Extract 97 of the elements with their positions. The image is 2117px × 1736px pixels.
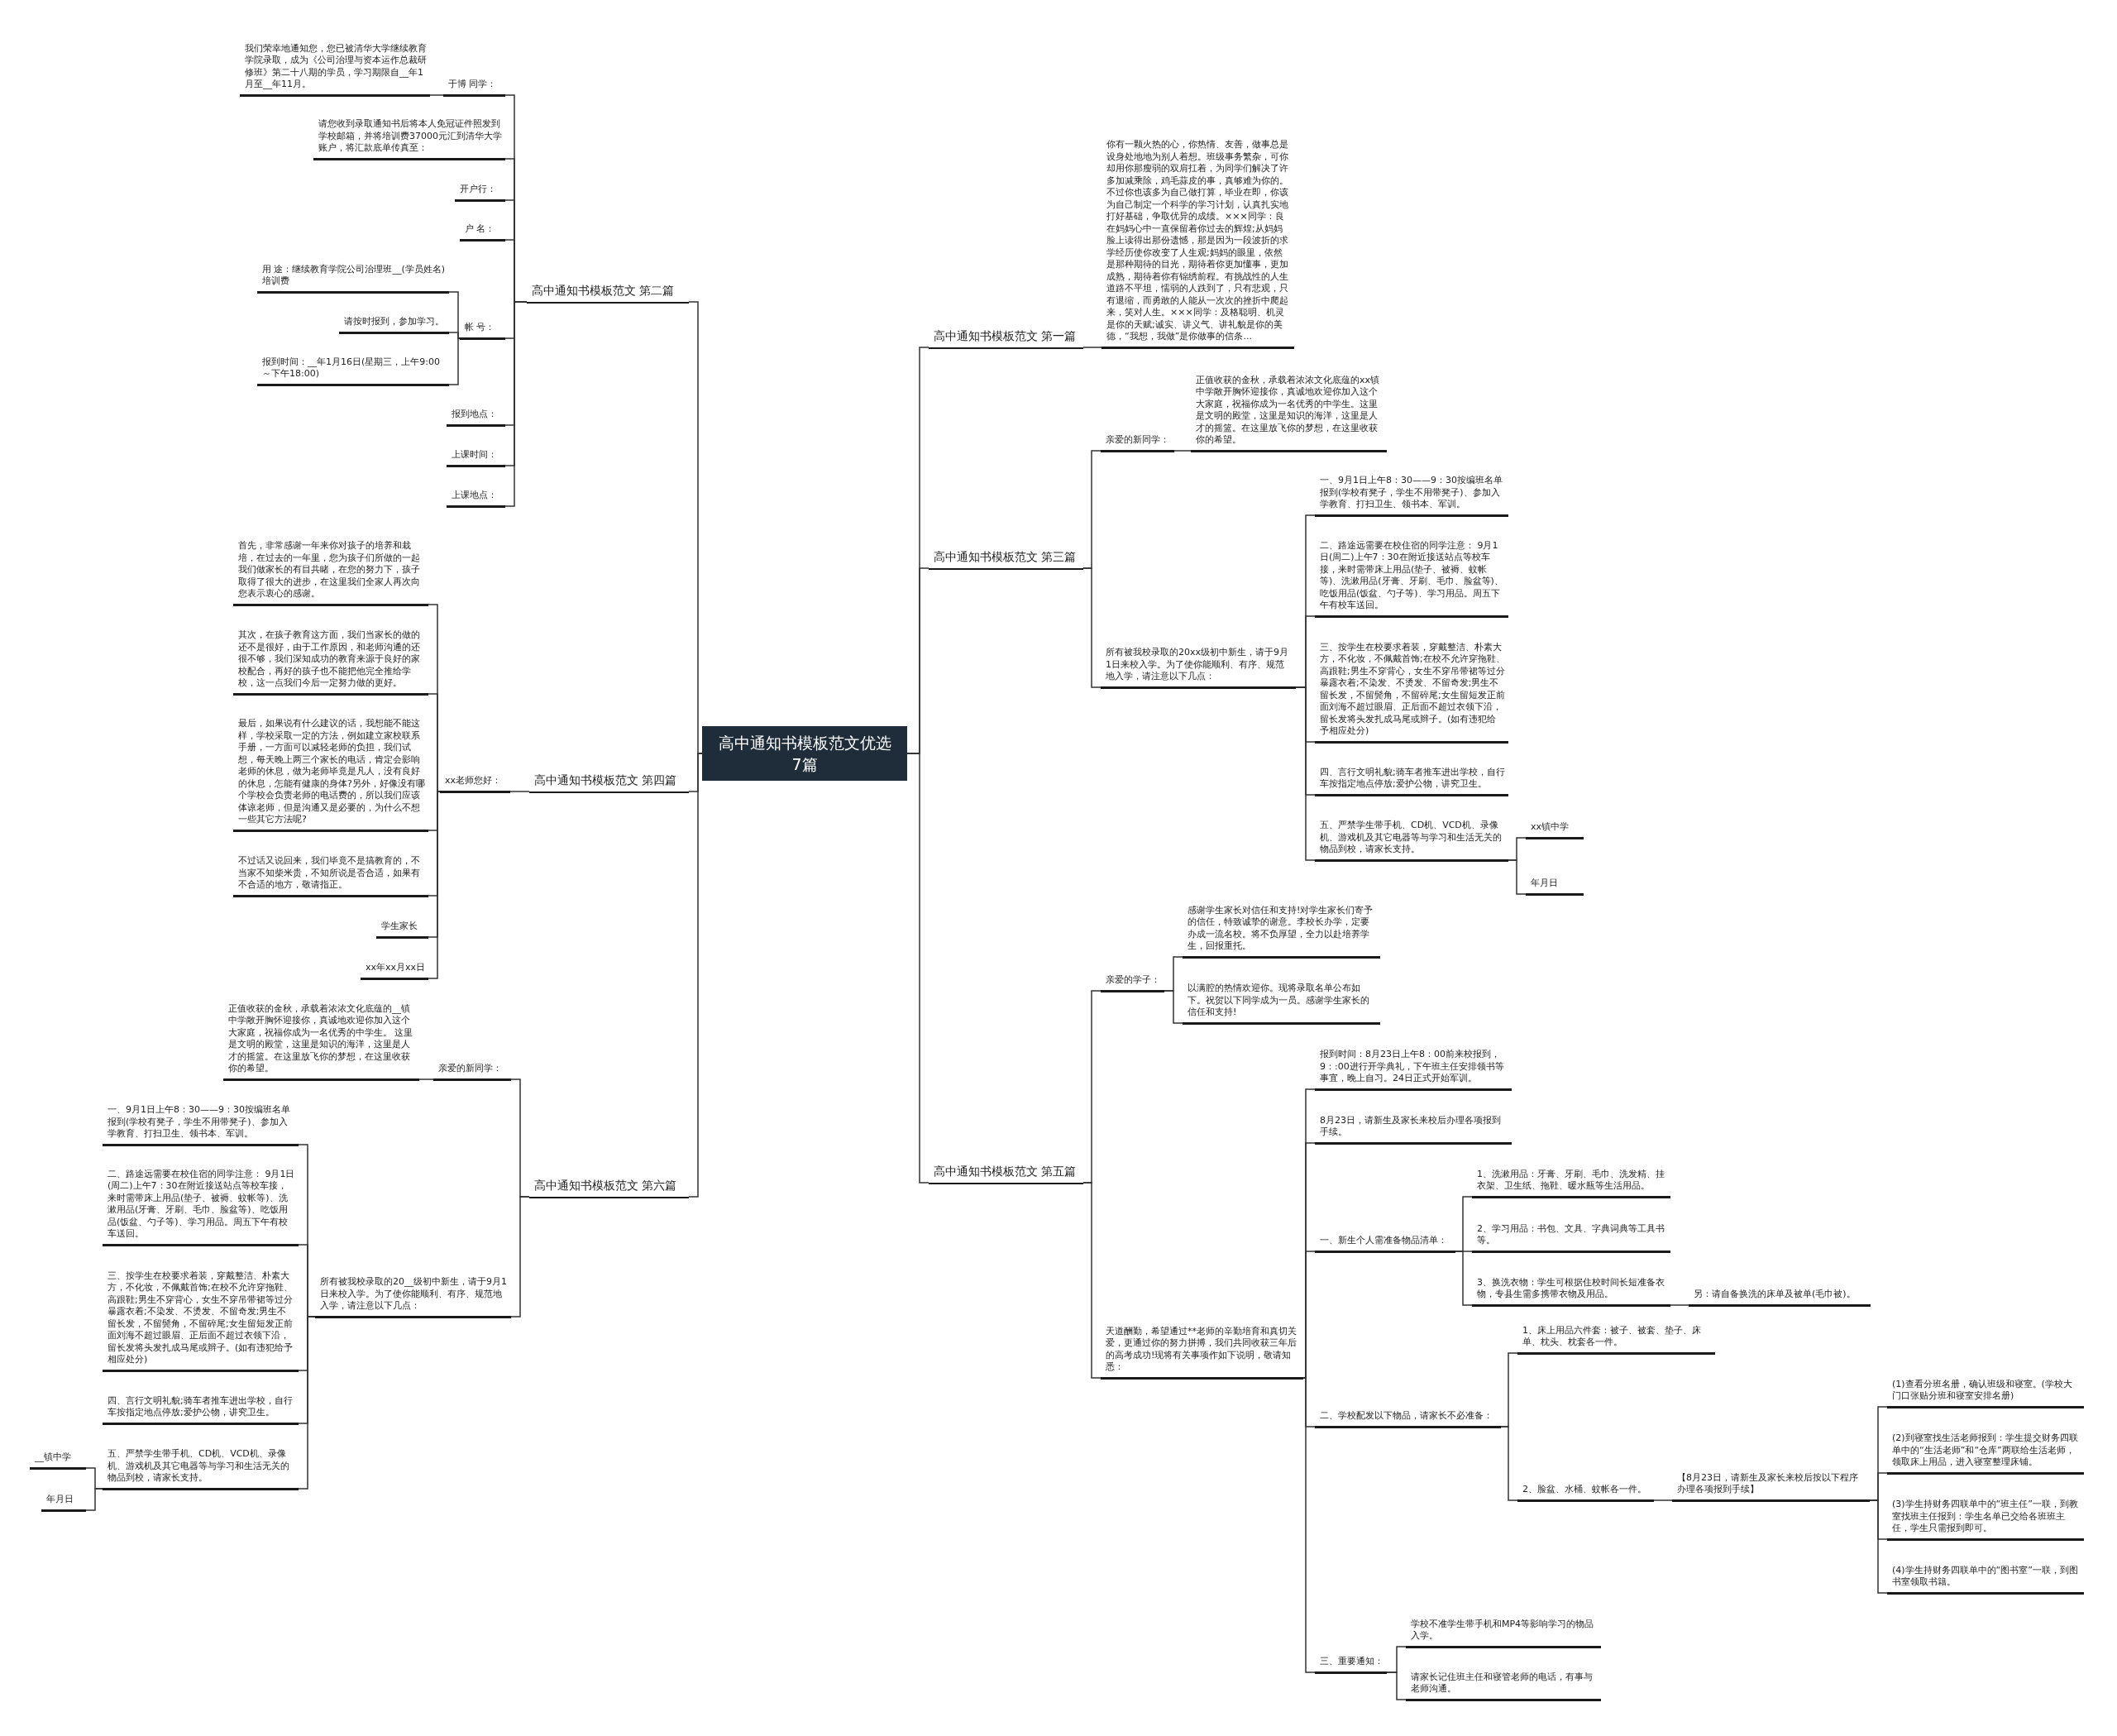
connector-line [1869,1499,1888,1594]
topic-text: 1、洗漱用品：牙膏、牙刷、毛巾、洗发精、挂衣架、卫生纸、拖鞋、暖水瓶等生活用品。 [1472,1168,1670,1198]
topic-text: 五、严禁学生带手机、CD机、VCD机、录像机、游戏机及其它电器等与学习和生活无关的物品到校，请家长支持。 [1315,820,1508,862]
connector-line [1500,1426,1518,1501]
topic-text: 三、重要通知： [1315,1656,1387,1674]
connector-line [1164,990,1183,1024]
topic-text: 其次，在孩子教育这方面，我们当家长的做的还不是很好，由于工作原因，和老师沟通的还很不够，我们深知成功的教育来源于良好的家校配合，再好的孩子也不能把他完全推给学校，这一点我们今后一定努力做的更好。 [233,629,428,696]
connector-line [1302,1251,1316,1379]
topic-text: 年月日 [41,1494,86,1512]
topic-text: 2、学习用品：书包、文具、字典词典等工具书等。 [1472,1222,1670,1253]
topic-text: 2、脸盆、水桶、蚊帐各一件。 [1517,1484,1654,1502]
topic-text: 1、床上用品六件套：被子、被套、垫子、床单、枕头、枕套各一件。 [1517,1324,1715,1355]
topic-text: 四、言行文明礼貌;骑车者推车进出学校，自行车按指定地点停放;爱护公物，讲究卫生。 [103,1394,299,1425]
connector-line [1082,567,1102,688]
connector-line [428,791,441,979]
topic-text: 所有被我校录取的20__级初中新生，请于9月1日来校入学。为了使你能顺利、有序、规范地入学，请注意以下几点： [315,1276,511,1318]
topic-text: 上课时间： [447,449,505,467]
topic-text: 三、按学生在校要求着装，穿戴整洁、朴素大方，不化妆，不佩戴首饰;在校不允许穿拖鞋、高跟鞋;男生不穿背心，女生不穿吊带裙等过分暴露衣着;不染发、不烫发、不留奇发;男生不留长发，不留鬓角，不留碎尾;女生留短发正前面刘海不超过眼眉、正后面不超过衣领下沿，留长发将头发扎成马尾或辫子。(如有违犯给予相应处分) [1315,641,1508,744]
topic-text: xx年xx月xx日 [361,962,428,980]
topic-text: 你有一颗火热的心，你热情、友善，做事总是设身处地地为别人着想。班级事务繁杂，可你却用你那瘦弱的双肩扛着，为同学们解决了许多加减乘除，鸡毛蒜皮的事，真够难为你的。不过你也该多为自己做打算，毕业在即，你该为自己制定一个科学的学习计划，认真扎实地打好基础，争取优异的成绩。×××同学：良在妈妈心中一直保留着你过去的辉煌;从妈妈脸上读得出那份遗憾，那是因为一段波折的求学经历使你改变了人生观;妈妈的眼里，依然是那种期待的目光，期待着你更加懂事，更加成熟，期待着你有锦绣前程。有挑战性的人生道路不平坦，懦弱的人跌到了，只有悲观，只有退缩，而勇敢的人能从一次次的挫折中爬起来，笑对人生。×××同学：及格聪明、机灵是你的天赋;诚实、讲义气、讲礼貌是你的美德，“我想，我做”是你做事的信条... [1102,139,1294,349]
topic-text: __镇中学 [30,1451,86,1470]
topic-text: 报到时间：__年1月16日(星期三，上午9:00～下午18:00) [257,356,449,386]
connector-line [448,332,461,339]
connector-line [1386,1671,1407,1700]
connector-line [906,753,929,1184]
branch-topic: 高中通知书模板范文 第六篇 [529,1177,689,1198]
connector-line [1173,450,1192,452]
topic-text: 年月日 [1526,878,1584,896]
topic-text: (1)查看分班名册，确认班级和寝室。(学校大门口张贴分班和寝室安排名册) [1887,1378,2084,1408]
topic-text: 用 途：继续教育学院公司治理班__(学员姓名)培训费 [257,263,449,294]
topic-text: 学生家长 [376,921,428,939]
connector-line [510,1196,530,1318]
topic-text: 不过话又说回来，我们毕竟不是搞教育的，不当家不知柴米贵，不知所说是否合适，如果有不合适的地方，敬请指正。 [233,855,428,897]
topic-text: 二、路途远需要在校住宿的同学注意： 9月1日(周二)上午7：30在附近接送站点等校车接，来时需带床上用品(垫子、被褥、蚊帐等)、洗漱用品(牙膏、牙刷、毛巾、脸盆等)、吃饭用品(饭盆、勺子等)、学习用品。周五下午有校车送回。 [103,1168,299,1246]
branch-topic: 高中通知书模板范文 第三篇 [929,548,1083,570]
topic-text: 报到时间：8月23日上午8：00前来校报到，9：:00进行开学典礼，下午班主任安排领书等事宜，晚上自习。24日正式开始军训。 [1315,1049,1512,1091]
topic-text: (2)到寝室找生活老师报到：学生提交财务四联单中的“生活老师”和“仓库”两联给生活老师，领取床上用品，进入寝室整理床铺。 [1887,1432,2084,1475]
topic-text: 以满腔的热情欢迎你。现将录取名单公布如下。祝贺以下同学成为一员。感谢学生家长的信任和支持! [1183,983,1380,1025]
topic-text: 首先，非常感谢一年来你对孩子的培养和栽培，在过去的一年里，您为孩子们所做的一起我们做家长的有目共睹，在您的努力下，孩子取得了很大的进步，在这里我们全家人再次向您表示衷心的感谢。 [233,540,428,606]
topic-text: 感谢学生家长对信任和支持!对学生家长们寄予的信任，特致诚挚的谢意。李校长办学，定要办成一流名校。将不负厚望，全力以赴培养学生，回报重托。 [1183,904,1380,959]
topic-text: 一、9月1日上午8：30——9：30按编班名单报到(学校有凳子，学生不用带凳子)、参加入学教育、打扫卫生、领书本、军训。 [1315,475,1508,517]
topic-text: 户 名： [460,223,505,242]
topic-text: 报到地点： [447,409,505,427]
connector-line [1082,1182,1102,1379]
connector-line [1508,859,1527,895]
topic-text: 学校不准学生带手机和MP4等影响学习的物品入学。 [1406,1618,1601,1648]
topic-text: xx镇中学 [1526,821,1584,839]
topic-text: 请家长记住班主任和寝管老师的电话，有事与老师沟通。 [1406,1671,1601,1701]
connector-line [688,753,703,1198]
topic-text: 请您收到录取通知书后将本人免冠证件照发到学校邮箱，并将培训费37000元汇到清华大学账户，将汇款底单传真至： [313,118,505,160]
topic-text: 所有被我校录取的20xx级初中新生，请于9月1日来校入学。为了使你能顺利、有序、规范地入学，请注意以下几点： [1101,647,1296,689]
connector-line [1670,1304,1689,1306]
topic-text: 一、9月1日上午8：30——9：30按编班名单报到(学校有凳子，学生不用带凳子)、参加入学教育、打扫卫生、领书本、军训。 [103,1104,299,1146]
connector-line [1653,1499,1673,1501]
topic-text: 二、学校配发以下物品，请家长不必准备： [1315,1410,1501,1428]
connector-line [1455,1251,1473,1306]
topic-text: 上课地点： [447,490,505,508]
topic-text: 二、路途远需要在校住宿的同学注意： 9月1日(周二)上午7：30在附近接送站点等校车接，来时需带床上用品(垫子、被褥、蚊帐等)、洗漱用品(牙膏、牙刷、毛巾、脸盆等)、吃饭用品(饭盆、勺子等)、学习用品。周五下午有校车送回。 [1315,539,1508,618]
topic-text: (3)学生持财务四联单中的“班主任”一联，到教室找班主任报到：学生名单已交给各班班主任，学生只需报到即可。 [1887,1499,2084,1541]
connector-line [298,1316,316,1490]
connector-line [504,301,528,507]
topic-text: xx老师您好： [440,775,510,793]
topic-text: 我们荣幸地通知您，您已被清华大学继续教育学院录取，成为《公司治理与资本运作总裁研修班》第二十八期的学员，学习期限自__年1月至__年11月。 [240,42,430,97]
topic-text: 开户行： [455,184,505,202]
topic-text: 【8月23日，请新生及家长来校后按以下程序办理各项报到手续】 [1672,1471,1870,1502]
topic-text: 亲爱的新同学： [1101,434,1174,452]
topic-text: 请按时报到，参加学习。 [339,316,449,334]
topic-text: 另：请自备换洗的床单及被单(毛巾被)。 [1689,1289,1871,1307]
topic-text: 五、严禁学生带手机、CD机、VCD机、录像机、游戏机及其它电器等与学习和生活无关的物品到校，请家长支持。 [103,1448,299,1490]
connector-line [509,791,530,792]
branch-topic: 高中通知书模板范文 第一篇 [929,328,1083,349]
topic-text: 正值收获的金秋，承载着浓浓文化底蕴的xx镇中学敞开胸怀迎接你，真诚地欢迎你加入这个大家庭，祝福你成为一名优秀的中学生。这里是文明的殿堂，这里是知识的海洋，这里是人才的摇篮。在这里放飞你的梦想，在这里收获你的希望。 [1191,374,1387,452]
connector-line [1302,1377,1316,1673]
connector-line [448,337,461,385]
topic-text: 正值收获的金秋，承载着浓浓文化底蕴的__镇中学敞开胸怀迎接你，真诚地欢迎你加入这个大家庭，祝福你成为一名优秀的中学生。 这里是文明的殿堂，这里是知识的海洋，这里是人才的摇篮。在这里放飞你的梦想，在这里收获你的希望。 [223,1002,419,1081]
topic-text: 四、言行文明礼貌;骑车者推车进出学校，自行车按指定地点停放;爱护公物，讲究卫生。 [1315,766,1508,796]
topic-text: 亲爱的新同学： [433,1063,511,1081]
topic-text: 帐 号： [460,322,505,340]
topic-text: 亲爱的学子： [1101,974,1164,992]
topic-text: 8月23日，请新生及家长来校后办理各项报到手续。 [1315,1114,1512,1145]
topic-text: 3、换洗衣物：学生可根据住校时间长短准备衣物，专县生需多携带衣物及用品。 [1472,1276,1670,1307]
topic-text: (4)学生持财务四联单中的“图书室”一联，到图书室领取书籍。 [1887,1564,2084,1595]
branch-topic: 高中通知书模板范文 第二篇 [527,282,689,304]
connector-line [1295,686,1316,861]
connector-line [1082,347,1102,348]
branch-topic: 高中通知书模板范文 第五篇 [929,1163,1083,1184]
topic-text: 最后，如果说有什么建议的话，我想能不能这样，学校采取一定的方法，例如建立家校联系手册，一方面可以减轻老师的负担，我们试想，每天晚上两三个家长的电话，肯定会影响老师的休息，做为老师毕竟是凡人，没有良好的休息，怎能有健康的身体?另外，好像没有哪个学校会负责老师的电话费的，所以我们应该体谅老师，但是沟通又是必要的，为什么不想一些其它方法呢? [233,718,428,832]
connector-line [428,693,441,792]
topic-text: 一、新生个人需准备物品清单： [1315,1235,1455,1253]
central-topic: 高中通知书模板范文优选7篇 [702,726,907,781]
topic-text: 于博 同学： [443,79,505,97]
topic-text: 天道酬勤，希望通过**老师的辛勤培育和真切关爱，更通过你的努力拼搏，我们共同收获三年后的高考成功!现将有关事项作如下说明，敬请知悉： [1101,1325,1303,1380]
topic-text: 三、按学生在校要求着装，穿戴整洁、朴素大方，不化妆，不佩戴首饰;在校不允许穿拖鞋、高跟鞋;男生不穿背心，女生不穿吊带裙等过分暴露衣着;不染发、不烫发、不留奇发;男生不留长发，不留鬓角，不留碎尾;女生留短发正前面刘海不超过眼眉、正后面不超过衣领下沿，留长发将头发扎成马尾或辫子。(如有违犯给予相应处分) [103,1270,299,1372]
connector-line [418,1078,434,1080]
connector-line [85,1488,103,1511]
branch-topic: 高中通知书模板范文 第四篇 [529,772,689,793]
connector-line [429,94,444,96]
